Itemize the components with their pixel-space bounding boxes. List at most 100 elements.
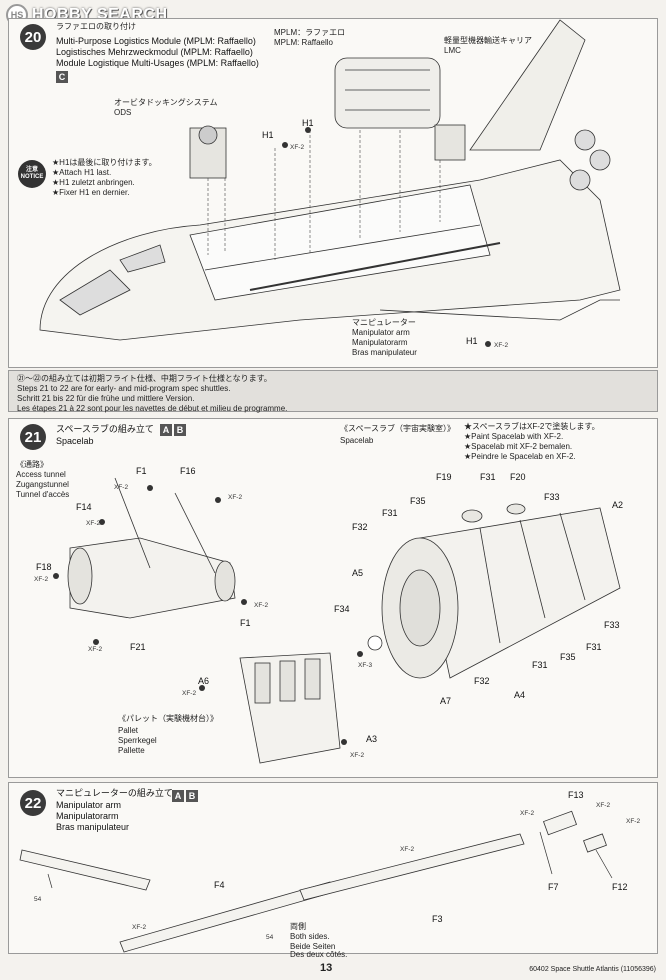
manip-label-jp: マニピュレーター	[352, 318, 416, 327]
part-a7: A7	[440, 696, 452, 706]
manip-label-fr: Bras manipulateur	[352, 348, 417, 357]
spacelab-label-jp: 《スペースラブ（宇宙実験室）》	[340, 424, 456, 433]
page-number: 13	[320, 962, 333, 974]
manipulator-illustration	[19, 810, 613, 953]
shuttle-illustration	[39, 19, 621, 347]
paint-xf2-f18: XF-2	[34, 576, 49, 583]
part-f33-top: F33	[544, 492, 560, 502]
part-f19: F19	[436, 472, 452, 482]
step-20-title-1: Multi-Purpose Logistics Module (MPLM: Ra…	[56, 36, 256, 46]
part-f32-bottom: F32	[474, 676, 490, 686]
mplm-label-jp: MPLM：ラファエロ	[274, 28, 346, 37]
paint-note-fr: ★Peindre le Spacelab en XF-2.	[464, 452, 576, 461]
part-f33-bottom: F33	[604, 620, 620, 630]
part-f31-right: F31	[586, 642, 602, 652]
part-f32-top: F32	[352, 522, 368, 532]
paint-note-en: ★Paint Spacelab with XF-2.	[464, 432, 564, 441]
part-f13: F13	[568, 790, 584, 800]
paint-xf2-f21: XF-2	[88, 646, 103, 653]
paint-xf2-a3: XF-2	[350, 752, 365, 759]
both-sides-fr: Des deux côtés.	[290, 950, 348, 959]
step-21-title-en: Spacelab	[56, 436, 94, 446]
note-line-fr: Les étapes 21 à 22 sont pour les navette…	[17, 404, 288, 413]
pallet-label-en: Pallet	[118, 726, 139, 735]
step-22-title-fr: Bras manipulateur	[56, 822, 130, 832]
paint-xf2-f16: XF-2	[228, 494, 243, 501]
decal-54-arm: 54	[266, 934, 274, 941]
pallet-label-de: Sperrkegel	[118, 736, 157, 745]
paint-xf2-f14: XF-2	[86, 520, 101, 527]
spacelab-illustration	[53, 477, 621, 764]
paint-xf2-f3: XF-2	[400, 846, 415, 853]
paint-xf2-f13: XF-2	[596, 802, 611, 809]
notice-line-2: ★Attach H1 last.	[52, 168, 112, 177]
mplm-label-en: MPLM: Raffaello	[274, 38, 333, 47]
part-a4: A4	[514, 690, 526, 700]
part-f18: F18	[36, 562, 52, 572]
part-f31-top: F31	[480, 472, 496, 482]
paint-xf2-f4: XF-2	[132, 924, 147, 931]
ods-label-jp: オービタドッキングシステム	[114, 98, 218, 107]
step-20-title-jp: ラファエロの取り付け	[56, 22, 136, 31]
step-22-number: 22	[20, 790, 46, 816]
tunnel-label-fr: Tunnel d'accès	[16, 490, 70, 499]
manip-label-de: Manipulatorarm	[352, 338, 408, 347]
paint-xf2-a6: XF-2	[182, 690, 197, 697]
step-20-title-2: Logistisches Mehrzweckmodul (MPLM: Raffa…	[56, 47, 253, 57]
part-a3: A3	[366, 734, 378, 744]
step-21-title-jp: スペースラブの組み立て	[56, 424, 154, 434]
paint-note-jp: ★スペースラブはXF-2で塗装します。	[464, 422, 600, 431]
paint-xf2-f1-bottom: XF-2	[254, 602, 269, 609]
part-f14: F14	[76, 502, 92, 512]
part-f16: F16	[180, 466, 196, 476]
part-f7: F7	[548, 882, 559, 892]
step-22-panel	[8, 782, 658, 954]
paint-xf2-f7: XF-2	[520, 810, 535, 817]
paint-xf2-f1: XF-2	[114, 484, 129, 491]
both-sides-jp: 両側	[290, 922, 306, 931]
both-sides-de: Beide Seiten	[290, 942, 336, 951]
pallet-label-fr: Pallette	[118, 746, 145, 755]
part-f20: F20	[510, 472, 526, 482]
note-line-en: Steps 21 to 22 are for early- and mid-pr…	[17, 384, 231, 393]
notice-line-4: ★Fixer H1 en dernier.	[52, 188, 130, 197]
spacelab-label-en: Spacelab	[340, 436, 374, 445]
part-f21: F21	[130, 642, 146, 652]
part-f35-bottom: F35	[560, 652, 576, 662]
part-label-h1-bottom: H1	[466, 336, 478, 346]
part-f3: F3	[432, 914, 443, 924]
paint-xf2-h1: XF-2	[290, 144, 305, 151]
paint-xf2-h1-bottom: XF-2	[494, 342, 509, 349]
tunnel-label-jp: 《通路》	[16, 460, 48, 469]
paint-note-de: ★Spacelab mit XF-2 bemalen.	[464, 442, 573, 451]
notice-line-1: ★H1は最後に取り付けます。	[52, 158, 157, 167]
part-label-h1-left: H1	[262, 130, 274, 140]
part-f4: F4	[214, 880, 225, 890]
variant-badge-a: A	[160, 424, 172, 436]
part-f35-top: F35	[410, 496, 426, 506]
part-f12: F12	[612, 882, 628, 892]
part-f31-bottom: F31	[532, 660, 548, 670]
part-a5: A5	[352, 568, 364, 578]
paint-xf3-f34: XF-3	[358, 662, 373, 669]
both-sides-en: Both sides.	[290, 932, 330, 941]
decal-54-left: 54	[34, 896, 42, 903]
manip-label-en: Manipulator arm	[352, 328, 410, 337]
note-line-de: Schritt 21 bis 22 für die frühe und mitt…	[17, 394, 195, 403]
variant-badge-b: B	[174, 424, 186, 436]
lmc-label-en: LMC	[444, 46, 461, 55]
part-f34: F34	[334, 604, 350, 614]
part-f1-top: F1	[136, 466, 147, 476]
ods-label-en: ODS	[114, 108, 132, 117]
tunnel-label-de: Zugangstunnel	[16, 480, 69, 489]
product-code: 60402 Space Shuttle Atlantis (11056396)	[529, 966, 656, 973]
lmc-label-jp: 軽量型機器輸送キャリア	[444, 36, 532, 45]
notice-line-3: ★H1 zuletzt anbringen.	[52, 178, 135, 187]
paint-xf2-f12: XF-2	[626, 818, 641, 825]
variant-badge-a-22: A	[172, 790, 184, 802]
step-20-number: 20	[20, 24, 46, 50]
pallet-label-jp: 《パレット（実験機材台）》	[118, 714, 218, 723]
step-20-title-3: Module Logistique Multi-Usages (MPLM: Ra…	[56, 58, 259, 68]
step-22-title-jp: マニピュレーターの組み立て	[56, 788, 173, 798]
part-a6: A6	[198, 676, 210, 686]
